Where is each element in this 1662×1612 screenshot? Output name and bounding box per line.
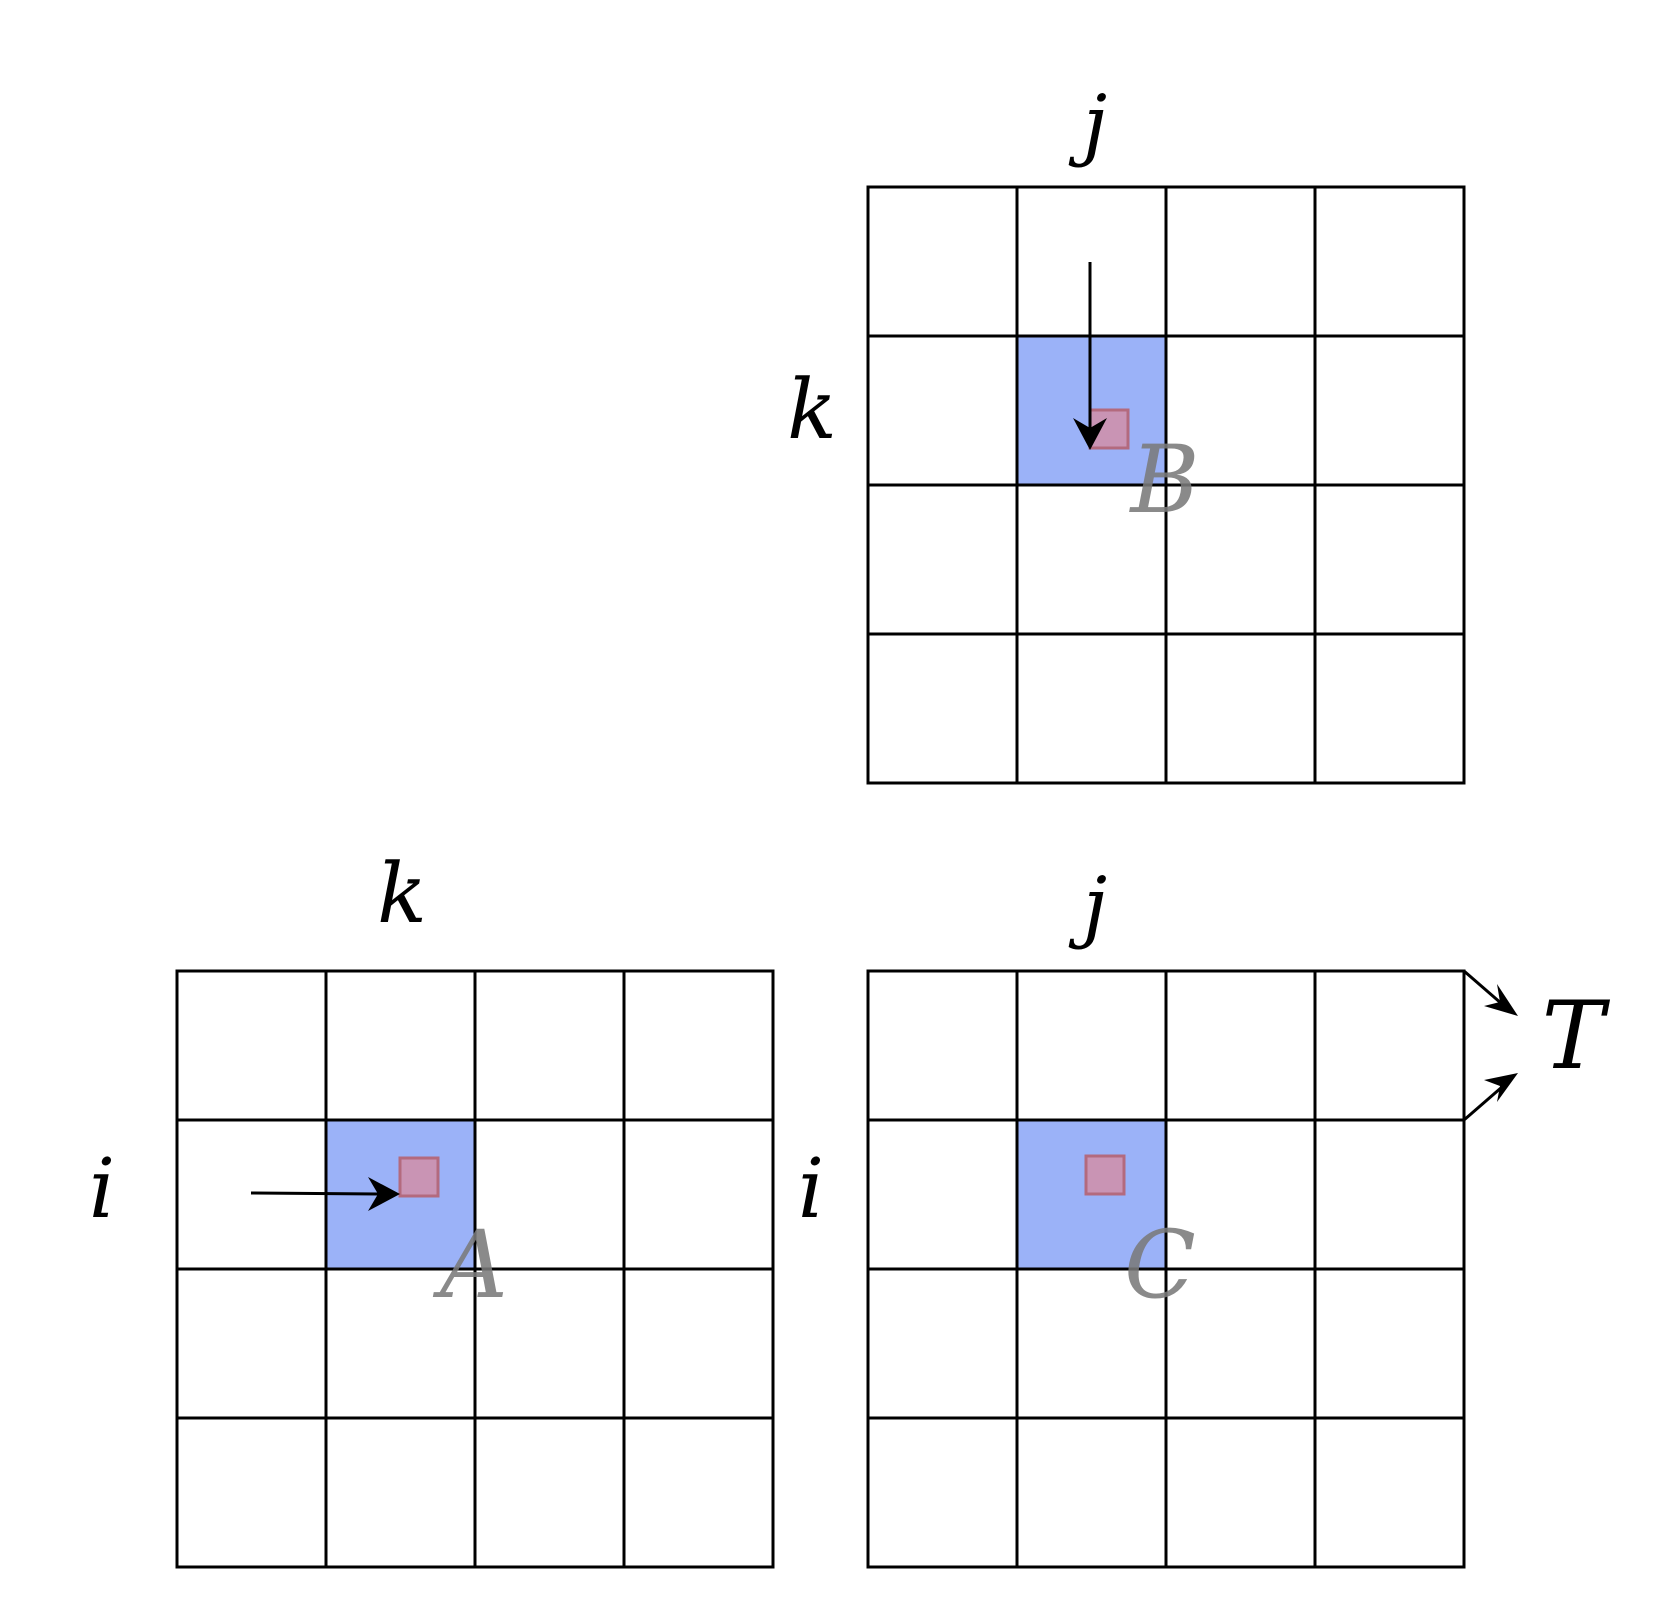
matrix-a-grid-lines xyxy=(177,971,773,1567)
matrix-a-right-arrow xyxy=(250,1177,400,1211)
matrix-b-col-label: j xyxy=(1068,79,1107,169)
tile-arrows xyxy=(1463,969,1503,1122)
matrix-c-row-label: i xyxy=(798,1142,824,1237)
matrix-a-row-label: i xyxy=(89,1142,115,1237)
matrix-c-element xyxy=(1084,1154,1126,1196)
matrix-b-down-arrow xyxy=(1073,262,1107,450)
matrix-a-element xyxy=(398,1156,440,1198)
matrix-a: k i A xyxy=(89,847,775,1569)
tile-arrow-upper-head xyxy=(1484,984,1518,1016)
matrix-b-row-label: k xyxy=(787,363,837,458)
matrix-b-grid-lines xyxy=(868,187,1464,783)
matrix-c-name-label: C xyxy=(1124,1211,1196,1320)
matrix-c-col-label: j xyxy=(1068,861,1107,951)
matrix-c-grid-lines xyxy=(868,971,1464,1567)
matrix-b-name-label: B xyxy=(1128,426,1199,535)
tile-label: T xyxy=(1542,982,1611,1091)
matrix-c: j i C T xyxy=(798,861,1611,1569)
matrix-b: j k B xyxy=(787,79,1466,785)
tile-arrow-lower-head xyxy=(1484,1073,1518,1102)
matrix-a-col-label: k xyxy=(377,847,427,942)
matrix-a-name-label: A xyxy=(432,1211,508,1320)
